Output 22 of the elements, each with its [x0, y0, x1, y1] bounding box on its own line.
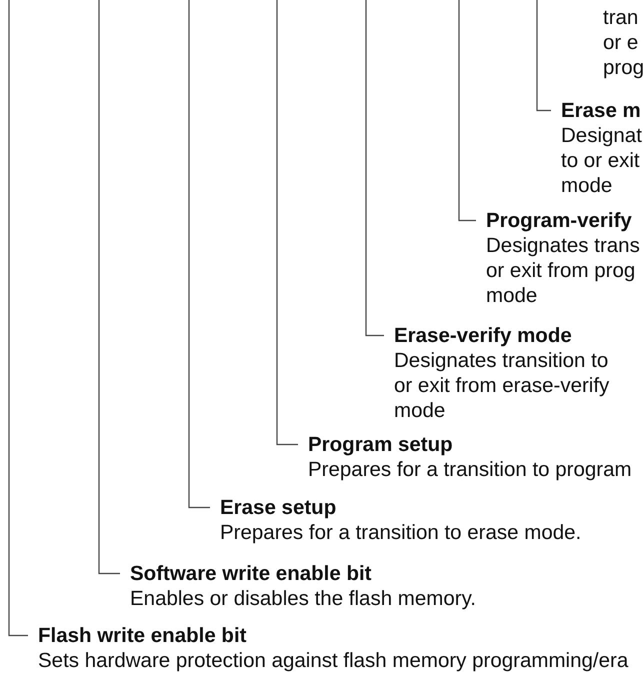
bit-description: Designates trans or exit from prog mode [486, 233, 641, 308]
leader-line [98, 0, 120, 574]
bit-description: Designat to or exit mode [561, 123, 643, 198]
register-bit-name: Erase-verify mode [394, 323, 572, 348]
bit-description: Enables or disables the flash memory. [130, 586, 476, 611]
bit-description: Prepares for a transition to erase mode. [220, 520, 582, 545]
register-bit-name: Flash write enable bit [38, 623, 246, 648]
register-bit-name: Erase m [561, 98, 641, 123]
leader-line [8, 0, 28, 636]
bit-description: Prepares for a transition to program [308, 457, 632, 482]
bit-description: tran or e prog [603, 5, 643, 80]
leader-line [276, 0, 298, 446]
leader-line [188, 0, 210, 508]
register-bit-name: Software write enable bit [130, 561, 372, 586]
bit-description: Sets hardware protection against flash memory programming/era [38, 648, 628, 673]
bit-description: Designates transition to or exit from erase-verify mode [394, 348, 610, 423]
register-bit-name: Program setup [308, 432, 453, 457]
leader-line [536, 0, 551, 112]
register-bit-name: Erase setup [220, 495, 336, 520]
register-bit-name: Program-verify [486, 208, 632, 233]
leader-line [365, 0, 384, 336]
leader-line [458, 0, 476, 222]
